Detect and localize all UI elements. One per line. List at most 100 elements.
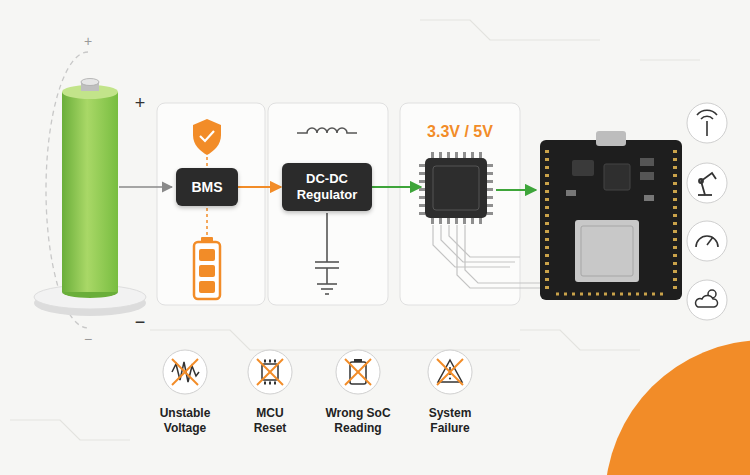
panel: [157, 103, 265, 305]
polarity-sign: +: [130, 92, 150, 115]
warning-dot: [449, 377, 451, 379]
trace: [520, 330, 640, 350]
usb-connector: [596, 131, 626, 146]
dev-board: [540, 131, 682, 300]
chip-pins: [487, 164, 493, 215]
ground-symbol: [321, 288, 333, 290]
output-arrow: [496, 189, 536, 191]
dashed-link: [206, 157, 208, 167]
capacitor-symbol: [315, 213, 339, 294]
robot-arm-icon: [698, 173, 716, 195]
shield-icon: [193, 119, 221, 155]
corner-decoration: [605, 340, 750, 475]
wire: [326, 213, 328, 262]
board-pcb: [540, 140, 682, 300]
arm-joints: [701, 173, 716, 195]
input-arrow: [119, 186, 172, 188]
component: [640, 172, 654, 180]
cross-mark: [257, 359, 283, 385]
component: [572, 160, 594, 176]
icon-circle: [163, 350, 207, 394]
failure-caption: Unstable Voltage: [149, 406, 221, 436]
icon-circle: [687, 163, 727, 203]
inductor-symbol: [297, 128, 357, 133]
failure-caption: Wrong SoC Reading: [319, 406, 397, 436]
icon-circle: [336, 350, 380, 394]
flow-arrow: [238, 186, 281, 188]
trace: [457, 225, 540, 288]
header-pins: [545, 150, 549, 292]
battery-body: [62, 92, 118, 292]
application-icons: [687, 103, 727, 320]
output-arrow: [372, 186, 421, 188]
signal-arc: [697, 110, 717, 115]
antenna-icon: [697, 110, 717, 136]
signal-arc: [701, 116, 713, 119]
header-pins: [556, 293, 666, 296]
voltage-label: 3.3V / 5V: [405, 122, 515, 142]
chip-body: [425, 158, 487, 218]
cross-mark: [257, 359, 283, 385]
polarity-sign: −: [130, 311, 150, 334]
box-label: DC-DC Regulator: [290, 171, 364, 202]
cross-mark: [437, 359, 463, 385]
chip-pins: [419, 164, 425, 215]
battery-level-icon: [194, 237, 220, 299]
battery-illustration: [34, 79, 146, 317]
polarity-sign: −: [78, 331, 98, 349]
cross-mark: [437, 359, 463, 385]
capacitor-plate: [315, 261, 339, 263]
dashed-link: [206, 208, 208, 236]
process-box: DC-DC Regulator: [282, 163, 372, 211]
weather-icon: [696, 290, 718, 307]
chip-pins: [431, 152, 484, 158]
polarity-sign: +: [78, 33, 98, 51]
gauge-arc: [696, 236, 718, 247]
trace: [449, 225, 520, 257]
ground-symbol: [317, 283, 337, 285]
arm-joint: [699, 179, 703, 183]
battery-bar: [199, 265, 215, 277]
panel: [400, 103, 520, 305]
battery-bar: [199, 249, 215, 261]
chip-icon-pins: [264, 360, 277, 363]
background-traces: [10, 20, 700, 440]
trace: [10, 420, 130, 440]
chip-illustration: [422, 155, 545, 288]
process-box: BMS: [176, 168, 238, 206]
wireless-module: [575, 220, 639, 282]
icon-circle: [687, 221, 727, 261]
gauge-needle: [707, 237, 713, 245]
component: [604, 164, 630, 190]
cross-mark: [172, 359, 198, 385]
antenna-mast: [706, 121, 708, 136]
battery-bar: [199, 281, 215, 293]
icon-circle: [248, 350, 292, 394]
component: [644, 195, 654, 201]
trace: [465, 225, 545, 283]
cross-mark: [172, 359, 198, 385]
icon-circle: [687, 280, 727, 320]
trace: [420, 20, 600, 40]
component: [640, 158, 654, 166]
battery-cap-top: [81, 79, 99, 86]
wire: [326, 268, 328, 284]
panel: [268, 103, 388, 305]
check-mark: [200, 131, 214, 141]
cross-mark: [345, 359, 371, 385]
trace: [640, 59, 700, 60]
cross-mark: [345, 359, 371, 385]
icon-circle: [428, 350, 472, 394]
trace: [433, 225, 510, 267]
trace: [150, 330, 520, 350]
failure-icons: [163, 350, 472, 394]
chip-die: [433, 166, 479, 210]
cloud: [696, 295, 718, 307]
component: [566, 190, 576, 196]
header-pins: [673, 150, 677, 292]
chip-traces: [433, 225, 545, 288]
icon-circle: [687, 103, 727, 143]
